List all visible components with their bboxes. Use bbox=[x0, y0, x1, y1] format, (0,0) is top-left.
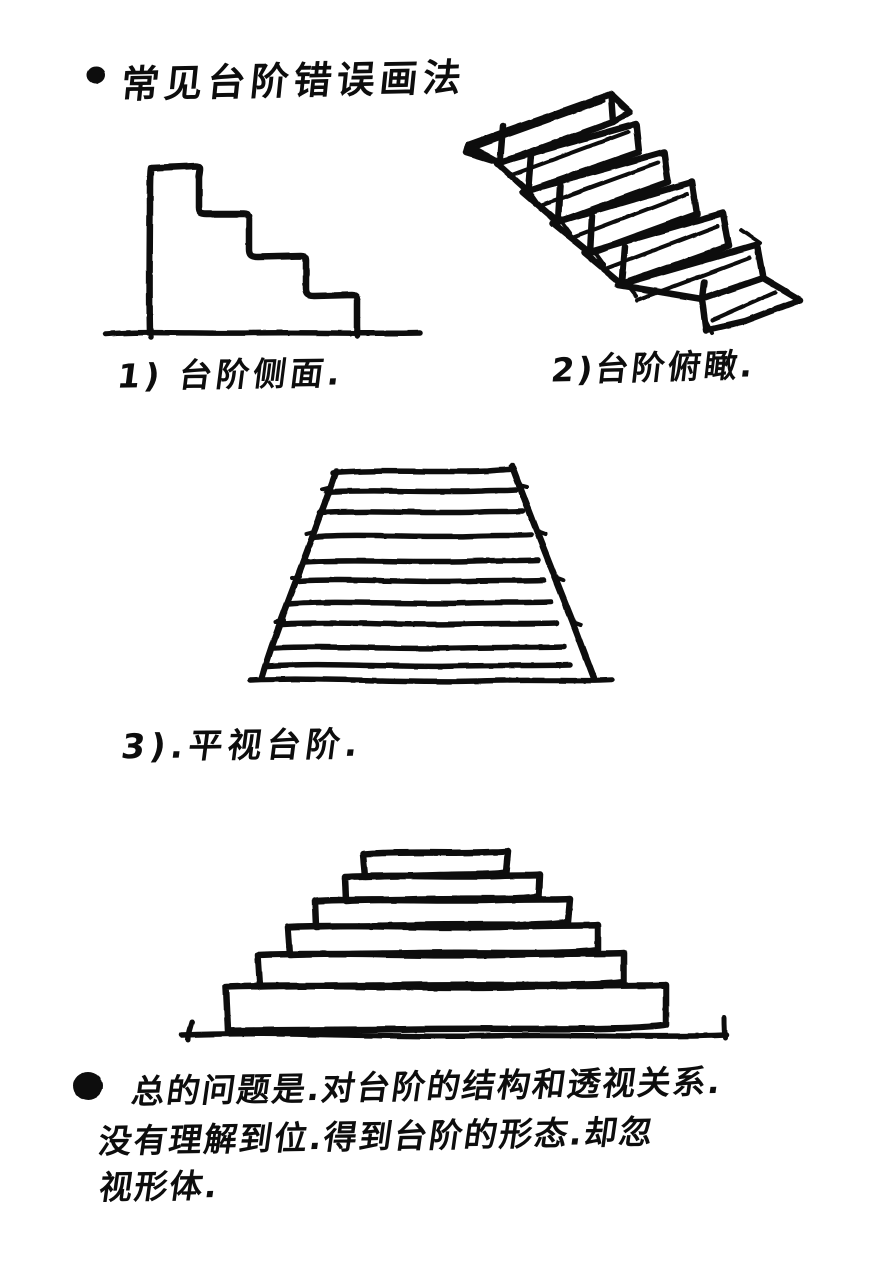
note-bullet-icon bbox=[73, 1072, 103, 1100]
note-line-2: 没有理解到位.得到台阶的形态.却忽 bbox=[96, 1112, 658, 1161]
figure-1-side-elevation-drawing bbox=[103, 162, 423, 340]
note-line-3: 视形体. bbox=[96, 1165, 223, 1208]
page-title: 常见台阶错误画法 bbox=[118, 55, 469, 107]
note-line-1: 总的问题是.对台阶的结构和透视关系. bbox=[129, 1061, 726, 1112]
title-bullet-icon bbox=[87, 66, 105, 84]
figure-2-birdseye-drawing bbox=[462, 90, 804, 335]
figure-4-stepped-pyramid-drawing bbox=[179, 847, 729, 1043]
figure-3-eyelevel-trapezoid-drawing bbox=[247, 462, 615, 685]
figure-3-caption: 3).平视台阶. bbox=[118, 724, 366, 768]
figure-2-caption: 2)台阶俯瞰. bbox=[549, 345, 758, 390]
figure-1-caption: 1) 台阶侧面. bbox=[115, 353, 347, 396]
